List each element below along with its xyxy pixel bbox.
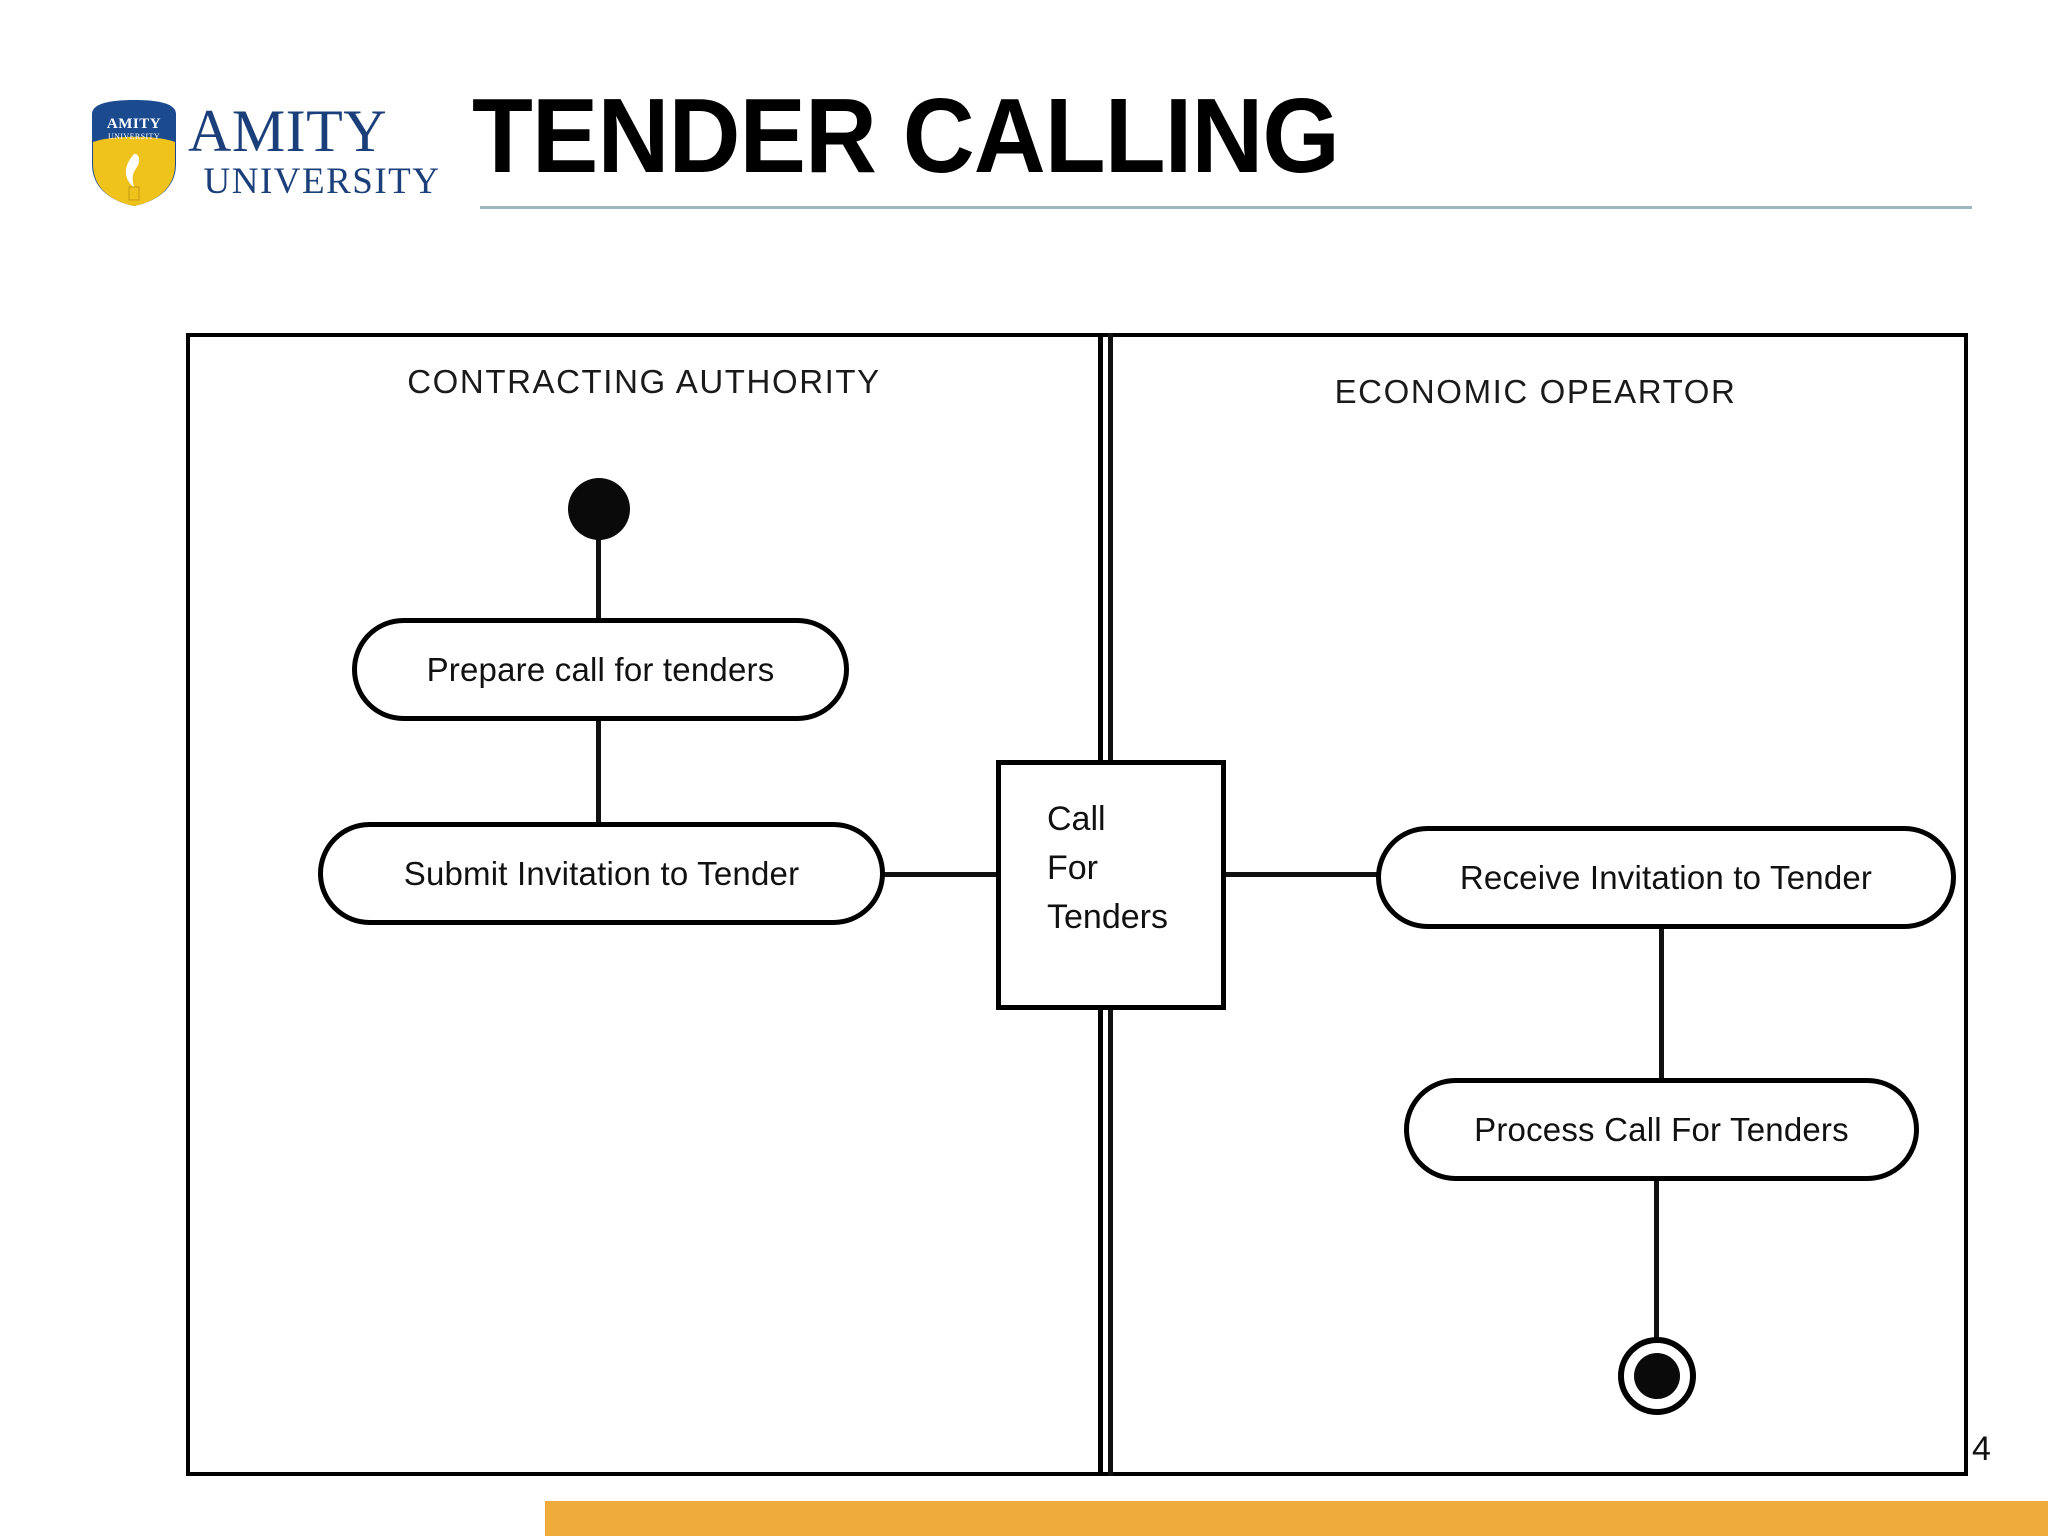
initial-node-icon xyxy=(568,478,630,540)
edge-call-for-tenders-to-receive-invitation xyxy=(1222,872,1380,877)
activity-label: Prepare call for tenders xyxy=(426,650,775,688)
activity-label: Receive Invitation to Tender xyxy=(1459,858,1873,896)
amity-university-logo: AMITY UNIVERSITY AMITY UNIVERSITY xyxy=(88,98,463,208)
object-node-line-2: For xyxy=(1047,849,1098,887)
logo-wordmark-amity: AMITY xyxy=(188,98,388,164)
activity-node-prepare-call-for-tenders[interactable]: Prepare call for tenders xyxy=(352,618,849,721)
final-node-icon xyxy=(1618,1337,1696,1415)
final-node-core xyxy=(1634,1353,1680,1399)
swimlane-header-contracting-authority: CONTRACTING AUTHORITY xyxy=(407,363,881,400)
svg-text:AMITY: AMITY xyxy=(107,116,161,132)
object-node-line-3: Tenders xyxy=(1047,898,1168,936)
swimlane-header-economic-operator: ECONOMIC OPEARTOR xyxy=(1334,373,1737,410)
logo-wordmark-university: UNIVERSITY xyxy=(203,161,441,202)
page-number: 4 xyxy=(1972,1430,1991,1468)
edge-object-vertical-top xyxy=(1108,333,1113,763)
slide-header: AMITY UNIVERSITY AMITY UNIVERSITY TENDER… xyxy=(0,0,2048,230)
activity-label: Process Call For Tenders xyxy=(1474,1110,1849,1148)
title-divider xyxy=(480,206,1972,209)
object-node-call-for-tenders[interactable]: Call For Tenders xyxy=(996,760,1226,1010)
edge-initial-to-prepare-call xyxy=(596,536,601,622)
activity-node-process-call-for-tenders[interactable]: Process Call For Tenders xyxy=(1404,1078,1919,1181)
activity-label: Submit Invitation to Tender xyxy=(403,854,800,892)
shield-icon: AMITY UNIVERSITY xyxy=(92,100,176,206)
activity-node-receive-invitation-to-tender[interactable]: Receive Invitation to Tender xyxy=(1376,826,1956,929)
edge-submit-invitation-to-call-for-tenders xyxy=(882,872,1000,877)
logo-wordmark: AMITY UNIVERSITY xyxy=(188,100,460,208)
footer-accent-bar xyxy=(545,1501,2048,1536)
edge-object-vertical-bottom xyxy=(1108,1006,1113,1476)
svg-text:UNIVERSITY: UNIVERSITY xyxy=(108,132,160,141)
page-title: TENDER CALLING xyxy=(472,77,1340,195)
edge-prepare-call-to-submit-invitation xyxy=(596,718,601,826)
object-node-line-1: Call xyxy=(1047,800,1106,838)
activity-node-submit-invitation-to-tender[interactable]: Submit Invitation to Tender xyxy=(318,822,885,925)
edge-process-call-to-final xyxy=(1654,1178,1659,1340)
edge-receive-invitation-to-process-call xyxy=(1659,925,1664,1082)
